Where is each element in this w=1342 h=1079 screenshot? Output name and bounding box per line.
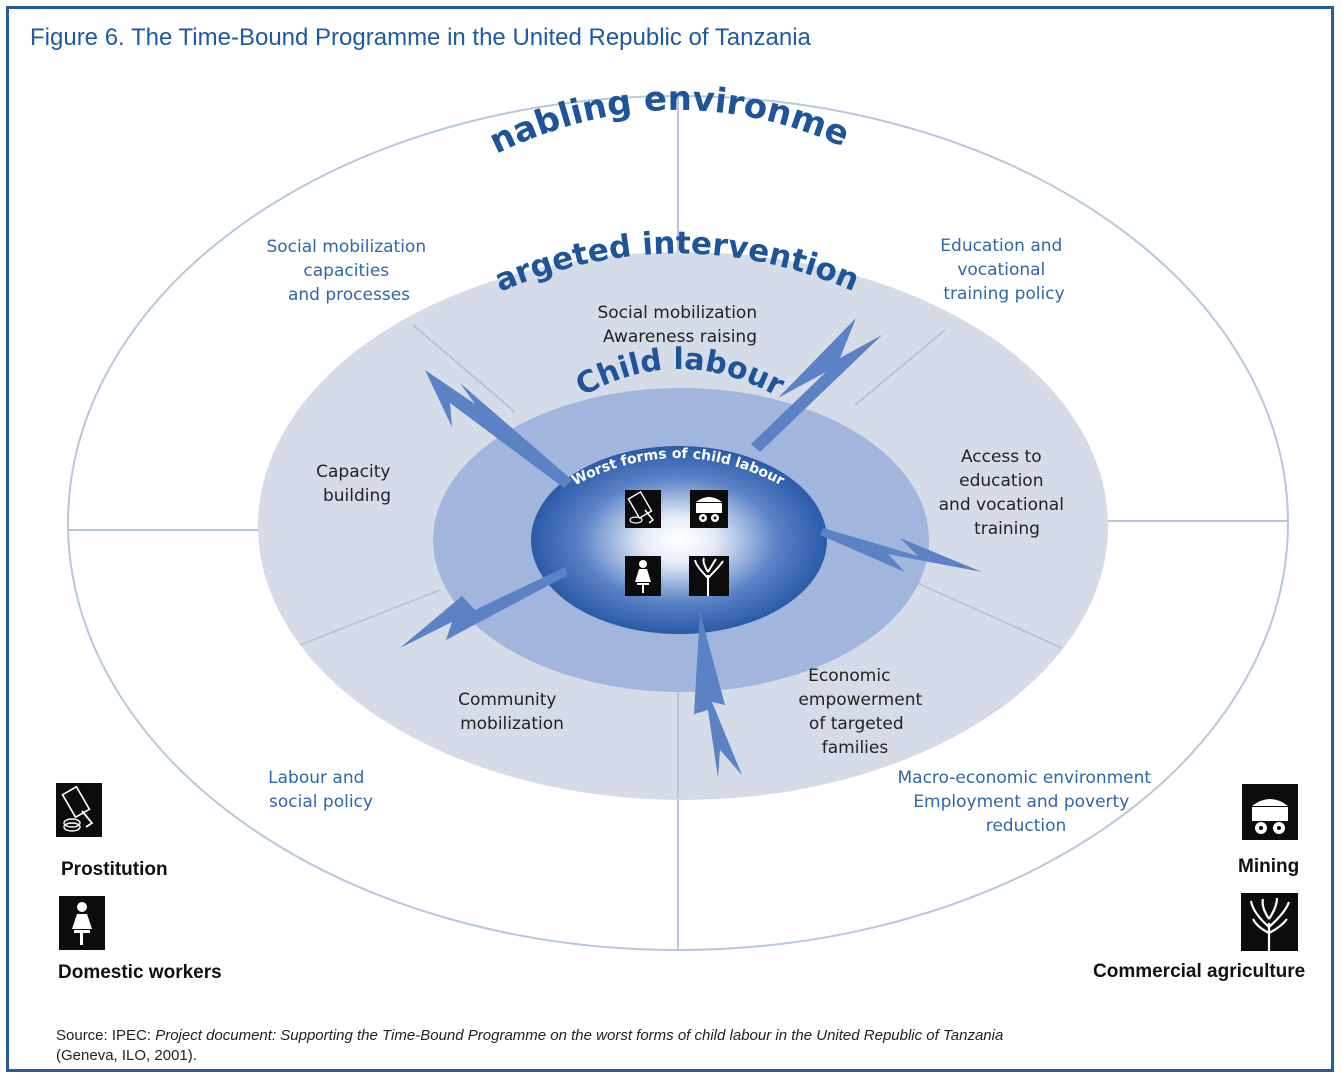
prostitution-icon [625,490,661,528]
arrows [400,318,982,778]
source-suffix: (Geneva, ILO, 2001). [56,1047,197,1064]
arrow-right [820,528,982,572]
agriculture-icon [689,556,729,596]
label-community-mobilization: Community mobilization [458,690,564,734]
source-title: Project document: Supporting the Time-Bo… [155,1027,1004,1044]
legend-prostitution-icon [56,783,102,837]
label-economic-empowerment: Economic empowerment of targeted familie… [798,666,927,758]
label-access-education: Access to education and vocational train… [939,447,1070,539]
legend-mining-icon [1242,784,1298,840]
source-prefix: Source: IPEC: [56,1027,156,1044]
legend-domestic-workers: Domestic workers [58,962,222,983]
ring-title-outer: Enabling environment [0,0,855,162]
domestic-workers-icon [625,556,661,596]
label-education-policy: Education and vocational training policy [940,236,1067,304]
label-macro-economic: Macro-economic environment Employment an… [898,768,1157,836]
ring-title-middle: Targeted interventions [0,0,864,299]
core-ring [531,446,827,634]
legend-commercial-agriculture: Commercial agriculture [1093,961,1306,982]
label-capacity-building: Capacity building [316,462,396,506]
arrow-top-right [751,318,882,452]
arrow-bottom [694,612,742,778]
label-social-mobilization-capacities: Social mobilization capacities and proce… [266,237,431,305]
middle-dividers [299,324,1063,798]
legend-agriculture-icon [1241,893,1298,951]
arrow-top-left [425,370,572,488]
outer-dividers [68,96,1288,950]
legend-mining: Mining [1238,856,1300,877]
label-labour-policy: Labour and social policy [268,768,373,812]
arrow-left [400,567,568,648]
mining-icon [690,490,728,528]
legend-domestic-workers-icon [59,896,105,950]
legend-prostitution: Prostitution [61,859,168,880]
source-note: Source: IPEC: Project document: Supporti… [56,1026,1296,1066]
figure-title: Figure 6. The Time-Bound Programme in th… [30,24,811,51]
label-social-awareness: Social mobilization Awareness raising [597,303,762,347]
